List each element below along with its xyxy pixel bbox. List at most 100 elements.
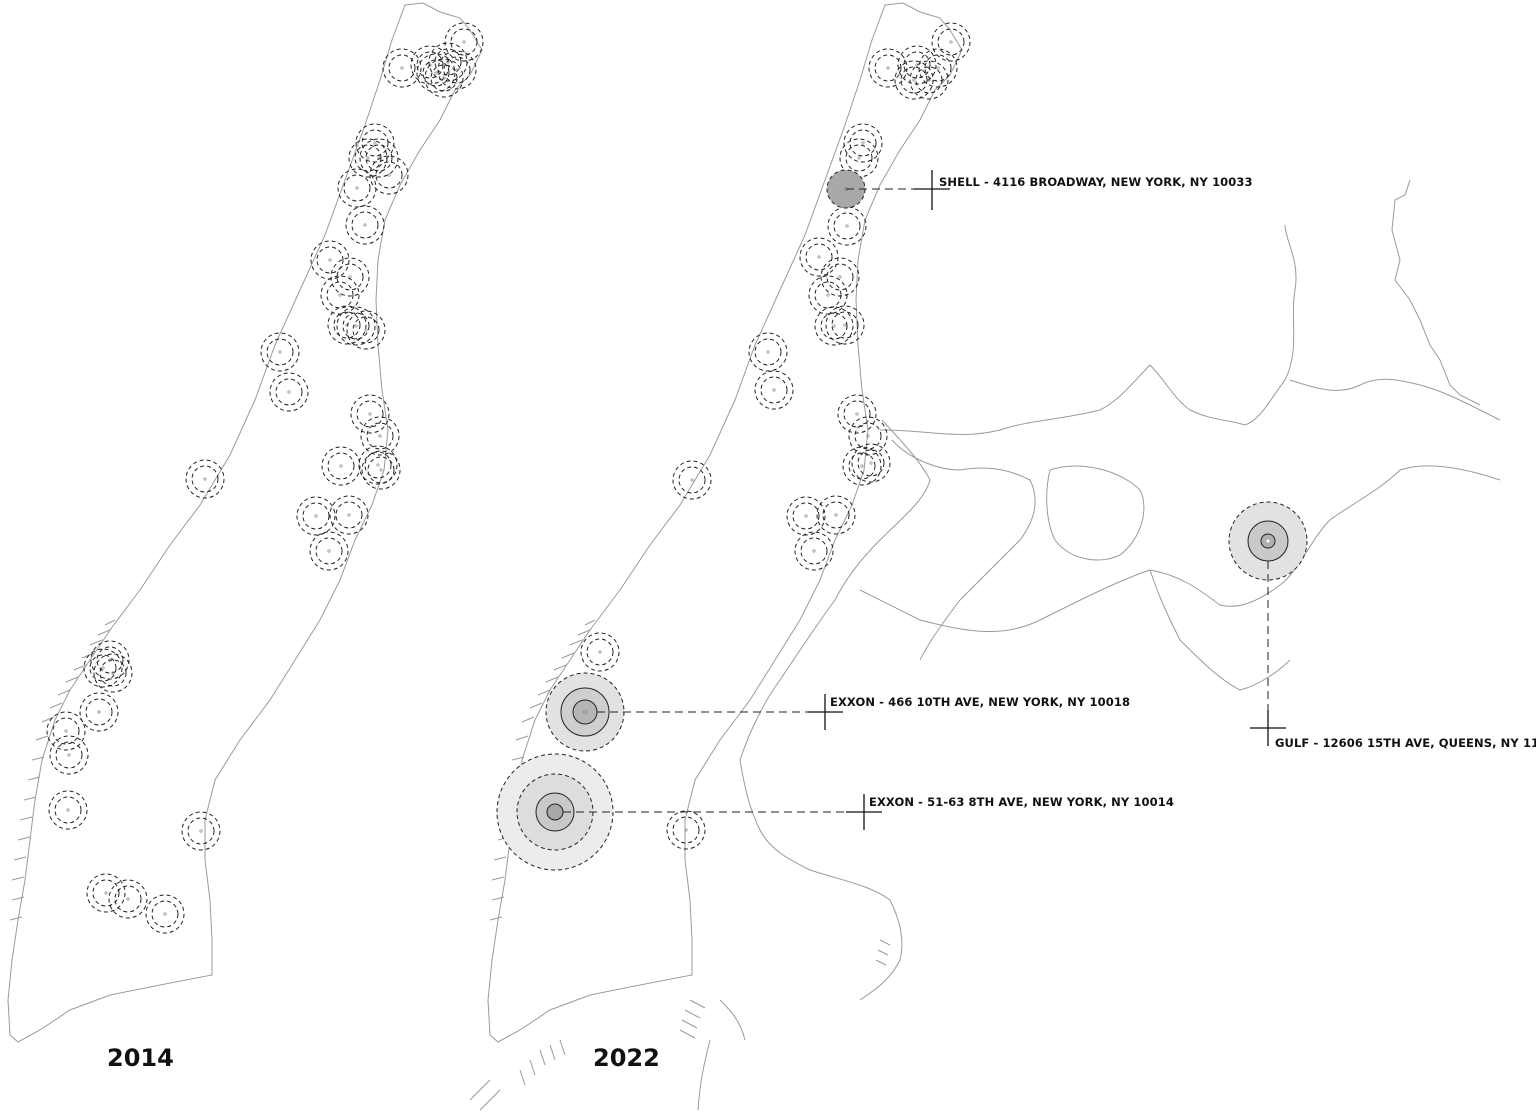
station-ring[interactable] <box>266 338 294 366</box>
station-ring[interactable] <box>799 237 839 277</box>
station-ring[interactable] <box>868 48 908 88</box>
station-ring[interactable] <box>185 459 225 499</box>
station-ring[interactable] <box>343 174 371 202</box>
station-ring[interactable] <box>915 66 943 94</box>
station-ring[interactable] <box>805 243 833 271</box>
station-ring[interactable] <box>93 653 133 693</box>
station-ring[interactable] <box>336 306 376 346</box>
station-ring[interactable] <box>586 638 614 666</box>
station-ring[interactable] <box>361 129 389 157</box>
station-ring[interactable] <box>800 537 828 565</box>
station-ring[interactable] <box>792 502 820 530</box>
station-ring[interactable] <box>335 501 363 529</box>
station-ring[interactable] <box>342 312 370 340</box>
station-ring[interactable] <box>114 885 142 913</box>
station-ring[interactable] <box>52 717 80 745</box>
station-ring[interactable] <box>814 281 842 309</box>
station-ring[interactable] <box>837 394 877 434</box>
station-ring[interactable] <box>825 305 865 345</box>
station-ring[interactable] <box>909 60 949 100</box>
station-ring[interactable] <box>437 50 477 90</box>
station-ring[interactable] <box>430 64 458 92</box>
station-ring[interactable] <box>678 466 706 494</box>
station-ring[interactable] <box>937 28 965 56</box>
station-ring[interactable] <box>831 311 859 339</box>
station-ring[interactable] <box>848 416 888 456</box>
station-ring[interactable] <box>842 446 882 486</box>
station-ring[interactable] <box>416 53 456 93</box>
station-ring[interactable] <box>367 456 395 484</box>
station-ring[interactable] <box>848 452 876 480</box>
station-ring[interactable] <box>450 28 478 56</box>
station-ring[interactable] <box>345 205 385 245</box>
station-ring[interactable] <box>444 22 484 62</box>
station-ring[interactable] <box>854 422 882 450</box>
station-ring[interactable] <box>358 445 398 485</box>
station-ring[interactable] <box>366 422 394 450</box>
station-ring[interactable] <box>181 811 221 851</box>
station-ring[interactable] <box>46 711 86 751</box>
station-ring[interactable] <box>443 56 471 84</box>
station-ring[interactable] <box>857 449 885 477</box>
station-ring[interactable] <box>754 338 782 366</box>
station-ring[interactable] <box>931 22 971 62</box>
station-ring[interactable] <box>145 894 185 934</box>
station-ring[interactable] <box>822 501 850 529</box>
station-ring[interactable] <box>666 810 706 850</box>
station-ring[interactable] <box>820 257 860 297</box>
station-ring[interactable] <box>296 496 336 536</box>
station-ring[interactable] <box>49 735 89 775</box>
station-ring[interactable] <box>333 311 361 339</box>
station-ring[interactable] <box>827 206 867 246</box>
station-ring[interactable] <box>352 316 380 344</box>
station-ring[interactable] <box>151 900 179 928</box>
station-ring[interactable] <box>346 310 386 350</box>
station-ring[interactable] <box>361 450 401 490</box>
station-ring[interactable] <box>434 48 462 76</box>
station-ring[interactable] <box>327 305 367 345</box>
station-ring[interactable] <box>275 378 303 406</box>
station-ring[interactable] <box>580 632 620 672</box>
exxon-10th-station-marker[interactable] <box>572 699 598 725</box>
station-ring[interactable] <box>826 263 854 291</box>
station-ring[interactable] <box>83 648 123 688</box>
station-ring[interactable] <box>90 640 130 680</box>
station-ring[interactable] <box>54 796 82 824</box>
station-ring[interactable] <box>874 54 902 82</box>
station-ring[interactable] <box>843 400 871 428</box>
station-ring[interactable] <box>820 312 848 340</box>
station-ring[interactable] <box>321 446 361 486</box>
station-ring[interactable] <box>337 168 377 208</box>
station-ring[interactable] <box>360 416 400 456</box>
station-ring[interactable] <box>187 817 215 845</box>
station-ring[interactable] <box>375 161 403 189</box>
station-ring[interactable] <box>900 66 928 94</box>
station-ring[interactable] <box>330 257 370 297</box>
station-ring[interactable] <box>316 246 344 274</box>
station-ring[interactable] <box>851 443 891 483</box>
station-ring[interactable] <box>326 281 354 309</box>
station-ring[interactable] <box>269 372 309 412</box>
station-ring[interactable] <box>55 741 83 769</box>
station-ring[interactable] <box>849 129 877 157</box>
station-ring[interactable] <box>924 54 952 82</box>
station-ring[interactable] <box>754 370 794 410</box>
station-ring[interactable] <box>760 376 788 404</box>
station-ring[interactable] <box>350 394 390 434</box>
station-ring[interactable] <box>388 54 416 82</box>
station-ring[interactable] <box>672 816 700 844</box>
station-ring[interactable] <box>833 212 861 240</box>
station-ring[interactable] <box>794 531 834 571</box>
station-ring[interactable] <box>92 879 120 907</box>
exxon-8th-station-marker[interactable] <box>546 803 564 821</box>
station-ring[interactable] <box>329 495 369 535</box>
station-ring[interactable] <box>348 138 388 178</box>
station-ring[interactable] <box>808 275 848 315</box>
station-ring[interactable] <box>382 48 422 88</box>
station-ring[interactable] <box>365 144 393 172</box>
station-ring[interactable] <box>748 332 788 372</box>
station-ring[interactable] <box>320 275 360 315</box>
station-ring[interactable] <box>86 873 126 913</box>
station-ring[interactable] <box>364 451 392 479</box>
station-ring[interactable] <box>845 144 873 172</box>
